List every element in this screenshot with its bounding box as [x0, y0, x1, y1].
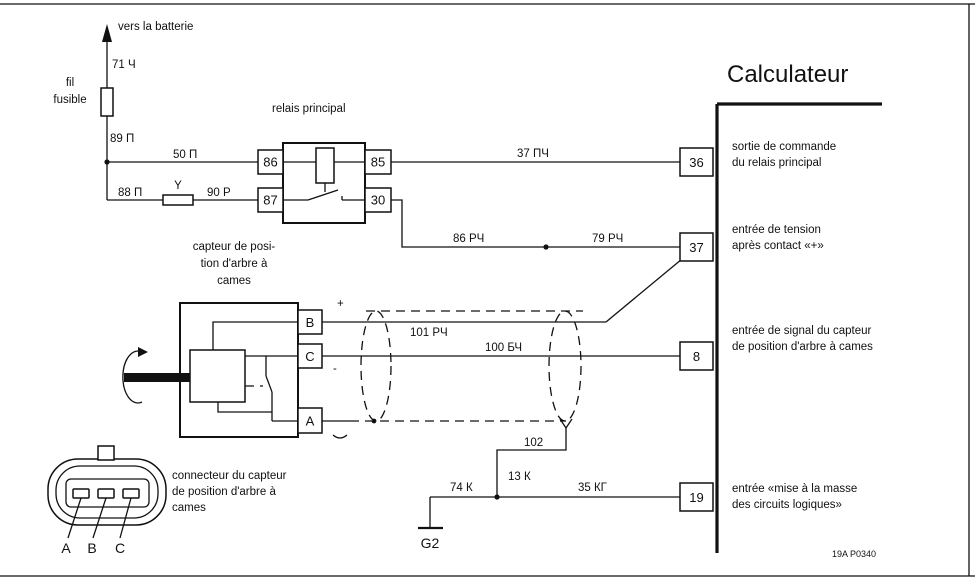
- connector-pin-a-label: A: [61, 540, 71, 556]
- fuse-label: Y: [174, 180, 182, 192]
- connector-leader-b: [92, 497, 107, 539]
- fusible-link-label-line-1: fil: [66, 77, 74, 89]
- polarity-plus: +: [337, 298, 344, 310]
- sensor-wiring: 101 РЧ 100 БЧ 102: [322, 310, 680, 497]
- connector-tab: [97, 445, 115, 461]
- connector-cavity: [65, 478, 150, 508]
- main-relay: relais principal 86 87 85 30: [257, 103, 392, 224]
- sensor-pin-c-label: C: [305, 349, 314, 364]
- calculator-pin-37-description-2: après contact «+»: [732, 240, 824, 252]
- wire-to-ground-label: 74 К: [450, 482, 473, 494]
- figure-reference: 19A P0340: [832, 549, 876, 559]
- shield-drain-label: 102: [524, 437, 543, 449]
- fusible-link-wire-label: 89 П: [110, 133, 134, 145]
- wire-30-to-37: [391, 199, 680, 248]
- battery-label: vers la batterie: [118, 21, 193, 33]
- relay-terminal-86-label: 86: [263, 155, 277, 170]
- wire-to-86-label: 50 П: [173, 149, 197, 161]
- connector-illustration: A B C connecteur du capteur de position …: [47, 445, 287, 556]
- connector-caption-line-2: de position d'arbre à: [172, 486, 276, 498]
- wire-to-37-label: 79 РЧ: [592, 233, 623, 245]
- relay-feed: 50 П 88 П Y 90 Р: [107, 149, 258, 206]
- connector-pin-b: [97, 488, 115, 499]
- calculator-pin-8-label: 8: [693, 349, 700, 364]
- calculator-pin-36: [679, 147, 714, 177]
- relay-terminal-85-label: 85: [371, 155, 385, 170]
- fuse-icon: [162, 194, 194, 206]
- sensor-pin-a-label: A: [306, 414, 315, 429]
- connector-leader-a: [67, 497, 82, 539]
- connector-leader-c: [119, 497, 132, 539]
- sensor-pin-b-label: B: [306, 315, 315, 330]
- shield-right-ring: [548, 310, 582, 422]
- relay-coil-icon: [315, 147, 335, 184]
- calculator: Calculateur 36 sortie de commande du rel…: [679, 61, 882, 553]
- sensor-element-ground: [217, 402, 272, 413]
- calculator-pin-37: [679, 232, 714, 262]
- shield-ground-icon: [332, 434, 348, 439]
- calculator-pin-19: [679, 482, 714, 512]
- wire-to-fuse-label: 88 П: [118, 187, 142, 199]
- wire-to-19-label: 35 КГ: [578, 482, 608, 494]
- connector-inner-shell: [55, 465, 159, 519]
- connector-pin-c-label: C: [115, 540, 125, 556]
- fusible-link-label-line-2: fusible: [53, 94, 86, 106]
- rotation-arrow-icon: [122, 350, 143, 404]
- calculator-pin-19-label: 19: [689, 490, 703, 505]
- wire-vertical-label: 13 К: [508, 471, 531, 483]
- shield-left-ring: [360, 310, 392, 422]
- calculator-pin-36-description-2: du relais principal: [732, 157, 822, 169]
- cam-sensor-title-line-3: cames: [217, 275, 251, 287]
- fusible-link-icon: [100, 87, 114, 117]
- wire-37-to-sensor-b: [605, 258, 683, 323]
- relay-outputs: 37 ПЧ 86 РЧ 79 РЧ: [391, 148, 683, 323]
- camshaft-icon: [124, 373, 190, 382]
- battery-arrow-icon: [102, 24, 112, 42]
- sensor-pin-c: [297, 343, 323, 369]
- frame: [0, 3, 975, 577]
- wire-c-label: 100 БЧ: [485, 342, 522, 354]
- rotation-arrowhead-icon: [138, 347, 148, 357]
- relay-terminal-30-label: 30: [371, 193, 385, 208]
- shield-junction-dot: [371, 418, 377, 424]
- ground-point-label: G2: [421, 535, 440, 551]
- fusible-link: fil fusible 89 П: [53, 77, 134, 200]
- cam-sensor: capteur de posi- tion d'arbre à cames B …: [122, 241, 344, 438]
- calculator-pin-37-description-1: entrée de tension: [732, 224, 821, 236]
- wire-85-to-36-label: 37 ПЧ: [517, 148, 549, 160]
- connector-caption-line-3: cames: [172, 502, 206, 514]
- hall-element-icon: [189, 349, 246, 403]
- sensor-switch-arm-icon: [265, 375, 273, 393]
- splice-dot: [543, 244, 549, 250]
- calculator-pin-36-label: 36: [689, 155, 703, 170]
- connector-pin-b-label: B: [87, 540, 96, 556]
- wire-from-30-label: 86 РЧ: [453, 233, 484, 245]
- wire-b-label: 101 РЧ: [410, 327, 448, 339]
- cam-sensor-title-line-2: tion d'arbre à: [201, 258, 268, 270]
- main-relay-title: relais principal: [272, 103, 346, 115]
- ground-circuit: 13 К 74 К 35 КГ G2: [418, 471, 680, 551]
- connector-caption-line-1: connecteur du capteur: [172, 470, 287, 482]
- calculator-pin-19-description-1: entrée «mise à la masse: [732, 483, 857, 495]
- relay-switch-arm-icon: [307, 189, 339, 201]
- calculator-pin-8-description-2: de position d'arbre à cames: [732, 341, 873, 353]
- relay-terminal-87-label: 87: [263, 193, 277, 208]
- cam-sensor-title-line-1: capteur de posi-: [193, 241, 276, 253]
- wire-to-87-label: 90 Р: [207, 187, 231, 199]
- shield-drain-wire: [496, 428, 567, 497]
- polarity-minus: -: [333, 363, 337, 375]
- calculator-pin-8-description-1: entrée de signal du capteur: [732, 325, 872, 337]
- calculator-pin-36-description-1: sortie de commande: [732, 141, 836, 153]
- connector-pin-a: [72, 488, 90, 499]
- battery-wire-label: 71 Ч: [112, 59, 136, 71]
- calculator-title: Calculateur: [727, 61, 848, 88]
- connector-pin-c: [122, 488, 140, 499]
- sensor-internal-supply: [212, 321, 298, 350]
- calculator-pin-19-description-2: des circuits logiques»: [732, 499, 842, 511]
- sensor-pin-b: [297, 309, 323, 335]
- calculator-pin-37-label: 37: [689, 240, 703, 255]
- calculator-pin-8: [679, 341, 714, 371]
- battery-feed: vers la batterie 71 Ч: [102, 21, 193, 88]
